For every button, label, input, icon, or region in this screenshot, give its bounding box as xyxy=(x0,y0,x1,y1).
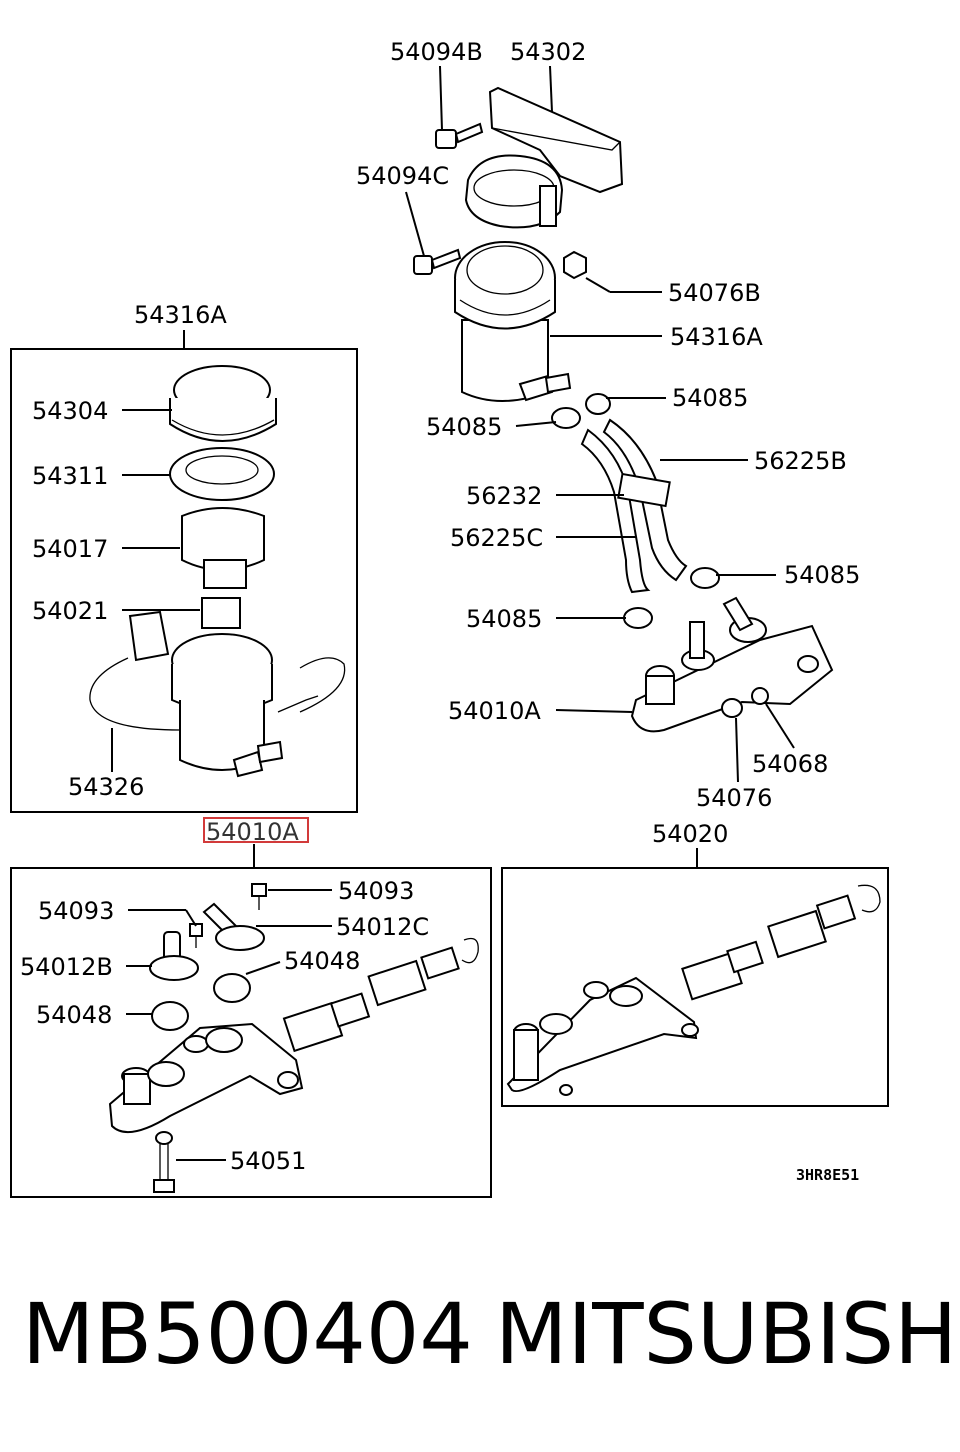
label-54048-right: 54048 xyxy=(284,947,360,975)
label-54048-left: 54048 xyxy=(36,1001,112,1029)
label-54068: 54068 xyxy=(752,750,828,778)
label-54051: 54051 xyxy=(230,1147,306,1175)
label-54010a-box: 54010A xyxy=(206,818,299,846)
label-56225b: 56225B xyxy=(754,447,847,475)
kit-box xyxy=(501,867,889,1107)
clamp-lower-left-part xyxy=(623,607,653,629)
label-54012b: 54012B xyxy=(20,953,113,981)
brand-name: MITSUBISHI xyxy=(495,1285,960,1383)
label-54017: 54017 xyxy=(32,535,108,563)
label-54326: 54326 xyxy=(68,773,144,801)
clamp-lower-right-part xyxy=(690,567,720,589)
bolt-54094c-part xyxy=(413,248,462,275)
label-54012c: 54012C xyxy=(336,913,429,941)
label-54076b: 54076B xyxy=(668,279,761,307)
label-54085-lower-right: 54085 xyxy=(784,561,860,589)
diagram-code: 3HR8E51 xyxy=(796,1166,859,1184)
label-54094c: 54094C xyxy=(356,162,449,190)
master-cylinder-exploded-part xyxy=(108,883,479,1193)
kit-exploded-part xyxy=(506,884,881,1096)
label-54316a-top: 54316A xyxy=(670,323,763,351)
label-54020: 54020 xyxy=(652,820,728,848)
label-54302: 54302 xyxy=(510,38,586,66)
label-56232: 56232 xyxy=(466,482,542,510)
master-cylinder-box xyxy=(10,867,492,1198)
label-54010a-top: 54010A xyxy=(448,697,541,725)
label-54316a-box: 54316A xyxy=(134,301,227,329)
clamps-top-part xyxy=(551,393,611,429)
hoses-part xyxy=(580,418,688,594)
label-54311: 54311 xyxy=(32,462,108,490)
label-54076: 54076 xyxy=(696,784,772,812)
leader-lines-box2 xyxy=(126,889,332,1161)
label-54094b: 54094B xyxy=(390,38,483,66)
label-54085-lower-left: 54085 xyxy=(466,605,542,633)
callout-labels: 54094B 54302 54094C 54076B 54316A 54085 … xyxy=(20,38,860,1184)
master-cylinder-top-part xyxy=(630,596,834,733)
bolt-54094b-part xyxy=(435,122,484,149)
label-56225c: 56225C xyxy=(450,524,543,552)
leader-lines-box1 xyxy=(111,409,200,772)
label-54085-right: 54085 xyxy=(672,384,748,412)
label-54021: 54021 xyxy=(32,597,108,625)
reservoir-part xyxy=(454,241,572,402)
top-assembly xyxy=(413,86,834,733)
label-54093-left: 54093 xyxy=(38,897,114,925)
label-54085-left: 54085 xyxy=(426,413,502,441)
label-54093-right: 54093 xyxy=(338,877,414,905)
reservoir-exploded-part xyxy=(89,365,346,778)
label-54304: 54304 xyxy=(32,397,108,425)
highlight-box xyxy=(203,817,309,843)
nut-part xyxy=(563,250,587,280)
part-number: MB500404 xyxy=(22,1285,473,1383)
leader-lines-top xyxy=(405,65,795,783)
